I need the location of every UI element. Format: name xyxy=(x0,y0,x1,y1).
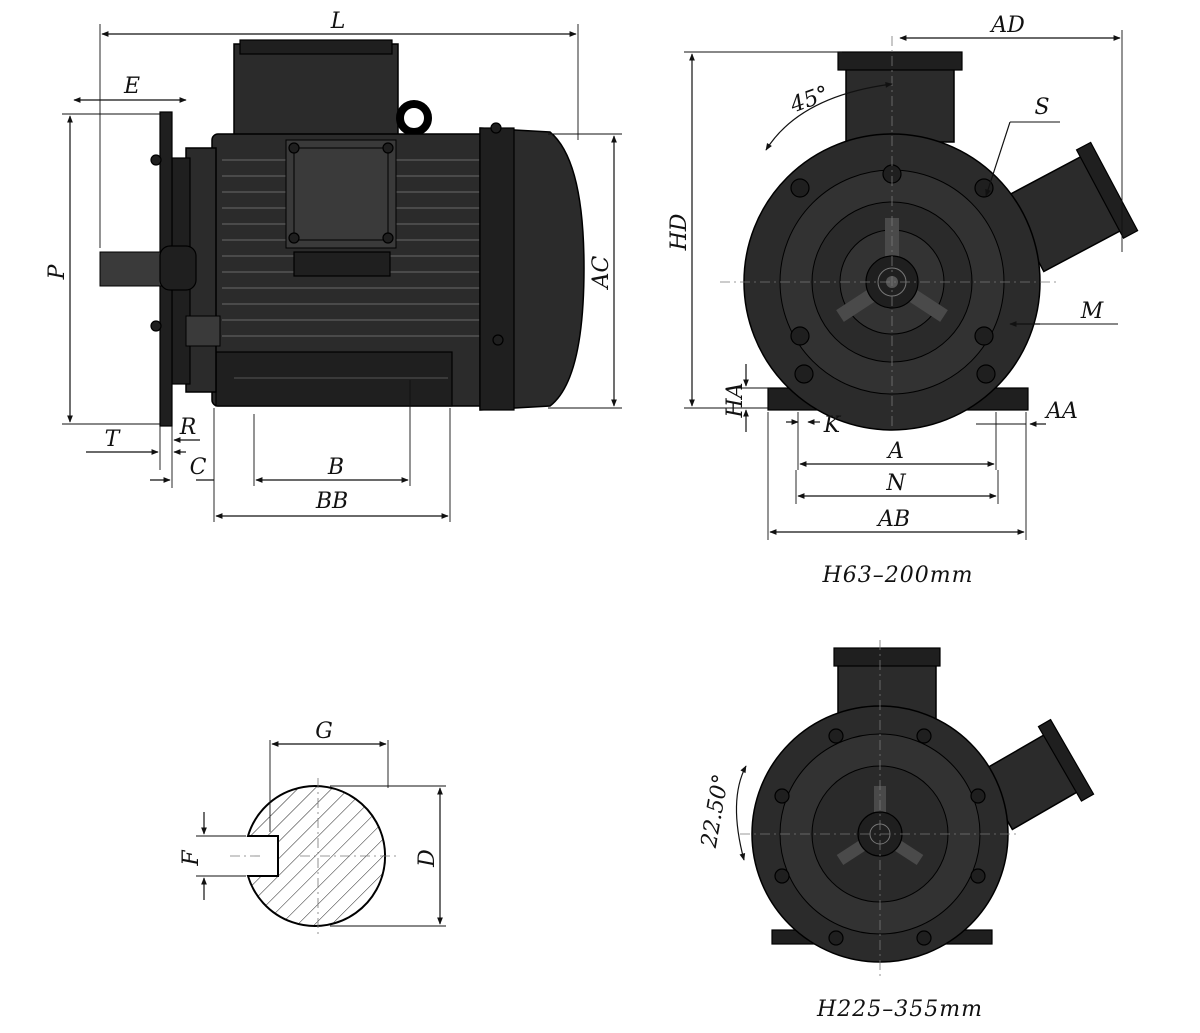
nameplate xyxy=(285,139,397,249)
caption-small-frame: H63–200mm xyxy=(822,563,974,588)
terminal-box xyxy=(233,43,399,145)
dim-P: P xyxy=(45,263,70,280)
dim-BB: BB xyxy=(315,489,348,514)
dim-HD: HD xyxy=(667,213,692,251)
dim-G: G xyxy=(315,719,333,744)
front-view-small: AD HD 45° S M HA K AA A xyxy=(667,13,1139,588)
shaft-section: G F D xyxy=(179,719,446,936)
motor-foot xyxy=(215,351,453,407)
dim-AA: AA xyxy=(1044,399,1078,424)
shaft xyxy=(99,251,167,287)
dim-AD: AD xyxy=(989,13,1025,38)
dim-R: R xyxy=(179,415,197,440)
dim-A: A xyxy=(886,439,904,464)
dim-K: K xyxy=(823,413,842,438)
caption-large-frame: H225–355mm xyxy=(816,997,983,1022)
dim-N: N xyxy=(885,471,906,496)
dim-C: C xyxy=(190,455,207,480)
angle-45: 45° xyxy=(786,81,832,118)
angle-2250: 22.50° xyxy=(697,772,735,850)
large-flange-bolts xyxy=(774,728,986,946)
dim-L: L xyxy=(330,9,346,34)
front-view-large: 22.50° H225–355mm xyxy=(697,640,1095,1022)
dim-B: B xyxy=(327,455,344,480)
shaft-cross-section xyxy=(246,785,387,927)
dim-D: D xyxy=(415,849,440,868)
dim-T: T xyxy=(105,427,122,452)
lifting-eye xyxy=(396,100,432,136)
dim-HA: HA xyxy=(723,382,748,418)
dim-M: M xyxy=(1080,299,1104,324)
front-terminal-box xyxy=(845,61,955,143)
dim-E: E xyxy=(123,74,140,99)
dim-AC: AC xyxy=(589,255,614,290)
dim-S: S xyxy=(1034,95,1049,120)
dim-F: F xyxy=(179,850,204,867)
flange-bolts xyxy=(790,164,996,384)
side-view: L E P T R C B BB AC xyxy=(45,9,622,522)
dim-AB: AB xyxy=(876,507,910,532)
